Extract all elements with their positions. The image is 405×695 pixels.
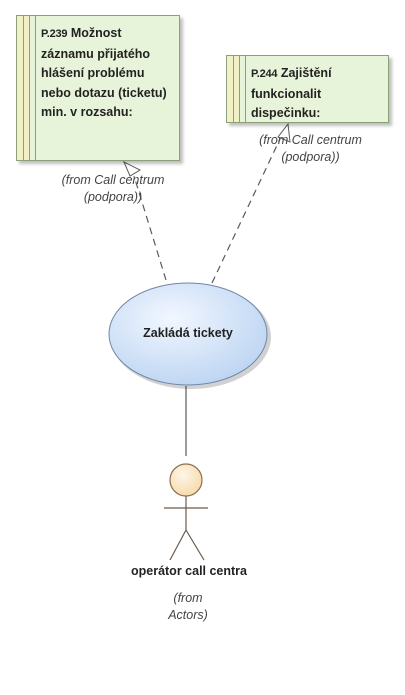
origin-line-1: (from Call centrum bbox=[61, 173, 165, 187]
actor-origin: (from Actors) bbox=[138, 590, 238, 624]
requirement-stereotype-stripe bbox=[17, 16, 36, 160]
requirement-p244-box[interactable]: P.244 Zajištění funkcionalit dispečinku: bbox=[226, 55, 389, 123]
realization-connector-p239[interactable] bbox=[123, 160, 167, 281]
realization-connector-p244[interactable] bbox=[211, 122, 291, 284]
origin-line-2: (podpora)) bbox=[281, 150, 340, 164]
requirement-text: Možnost záznamu přijatého hlášení problé… bbox=[41, 26, 167, 119]
actor-stick-figure[interactable] bbox=[164, 463, 208, 561]
requirement-p244-title: P.244 Zajištění funkcionalit dispečinku: bbox=[251, 64, 382, 124]
requirement-p239-origin: (from Call centrum (podpora)) bbox=[28, 172, 198, 206]
origin-line-1: (from Call centrum bbox=[259, 133, 362, 147]
requirement-stereotype-stripe bbox=[227, 56, 246, 122]
actor-name: operátor call centra bbox=[130, 564, 247, 578]
requirement-code: P.239 bbox=[41, 28, 68, 40]
requirement-text: Zajištění funkcionalit dispečinku: bbox=[251, 66, 332, 120]
requirement-code: P.244 bbox=[251, 68, 278, 80]
use-case-label: Zakládá tickety bbox=[143, 326, 233, 340]
use-case-ellipse-body[interactable] bbox=[108, 282, 268, 386]
origin-line-2: (podpora)) bbox=[83, 190, 143, 204]
origin-line-1: (from bbox=[173, 591, 203, 605]
requirement-p239-title: P.239 Možnost záznamu přijatého hlášení … bbox=[41, 24, 173, 123]
requirement-p244-origin: (from Call centrum (podpora)) bbox=[238, 132, 383, 166]
requirement-p239-box[interactable]: P.239 Možnost záznamu přijatého hlášení … bbox=[16, 15, 180, 161]
origin-line-2: Actors) bbox=[168, 608, 208, 622]
